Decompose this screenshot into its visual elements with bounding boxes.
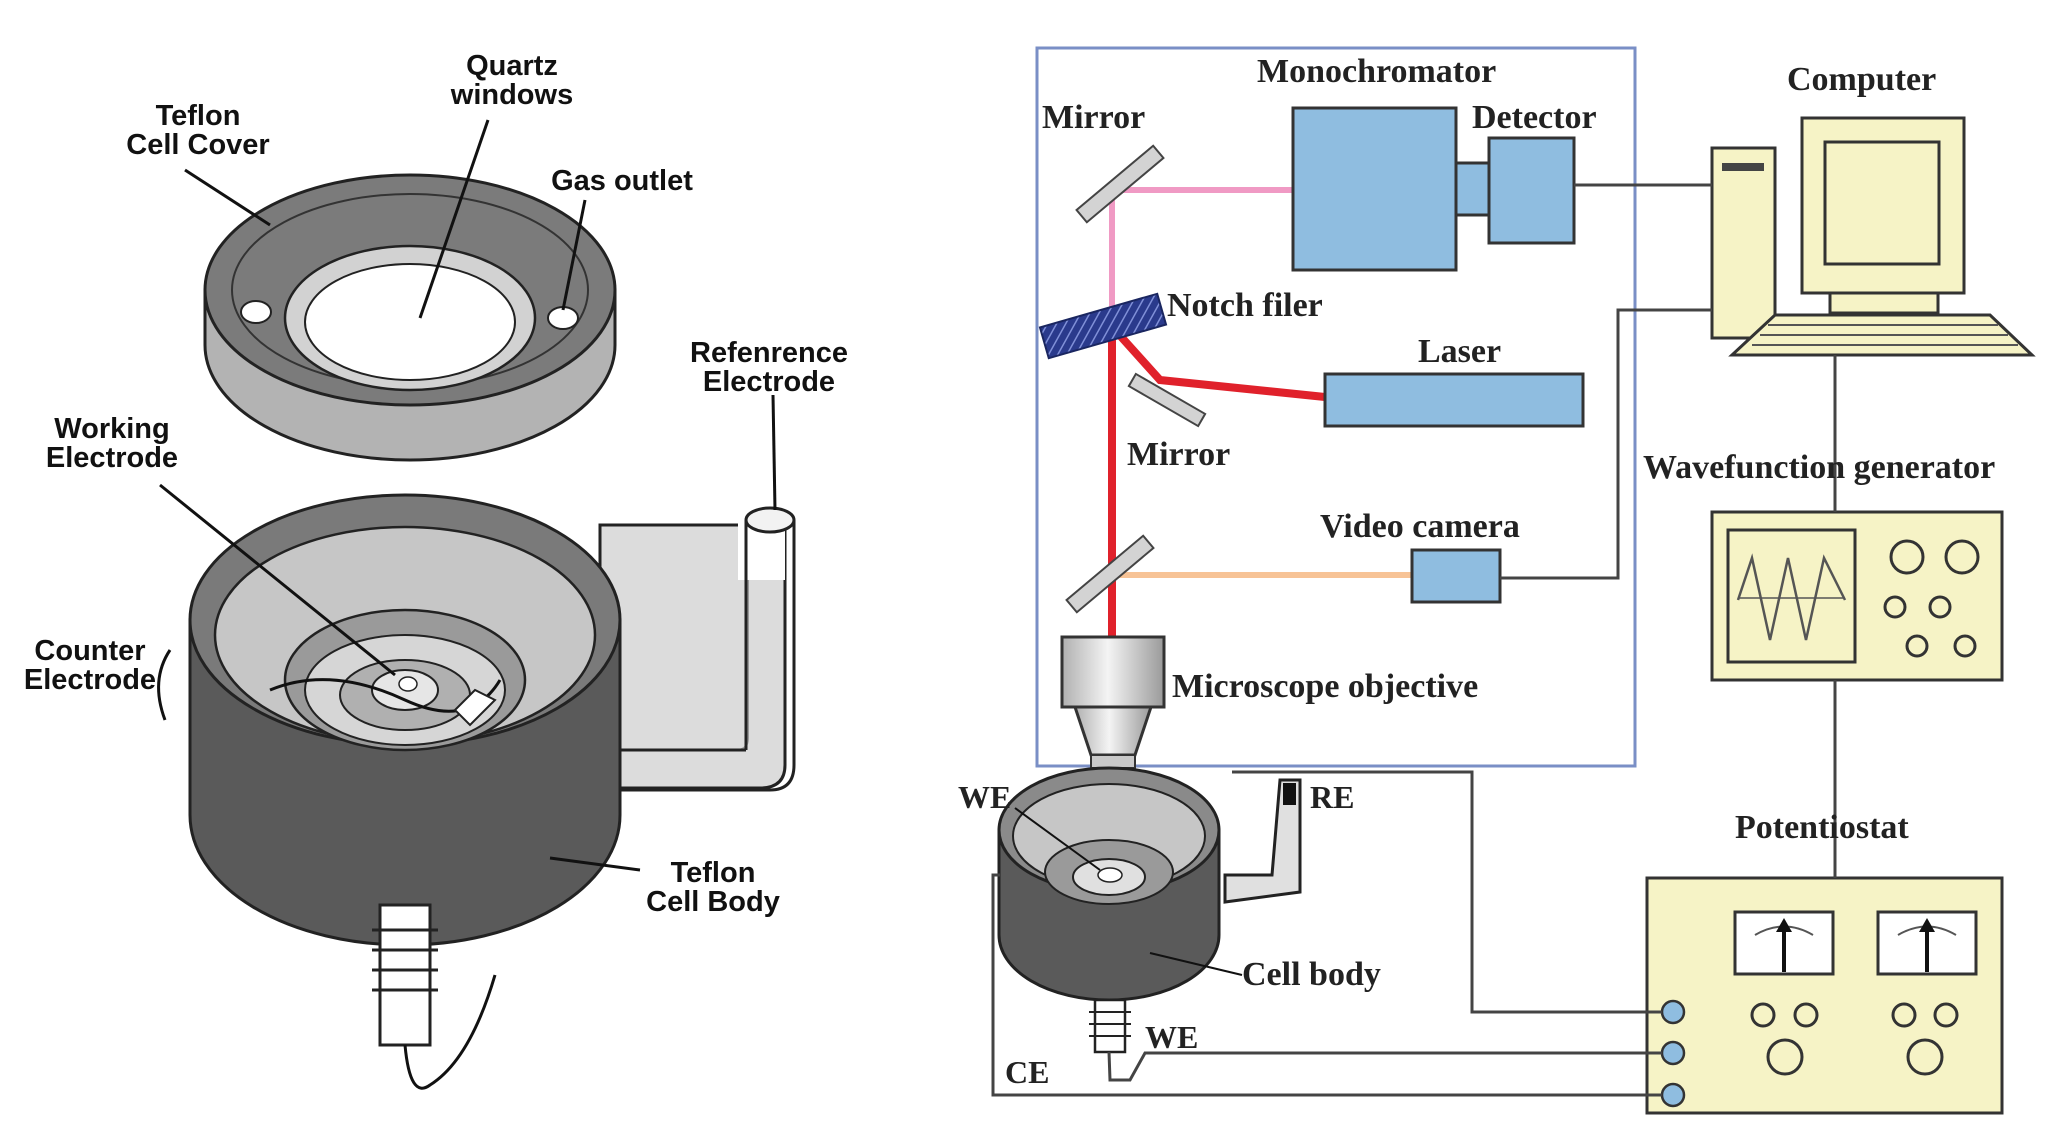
we-top-label: WE — [958, 779, 1011, 815]
potentiostat-label: Potentiostat — [1735, 809, 1909, 846]
optical-enclosure — [1035, 46, 1637, 768]
monochromator-label: Monochromator — [1257, 53, 1496, 90]
wavefunction-generator-label: Wavefunction generator — [1643, 449, 1995, 486]
reference-electrode-tube — [598, 506, 796, 792]
mirror-top — [1075, 144, 1165, 224]
ce-label: CE — [1005, 1054, 1049, 1090]
laser-label: Laser — [1418, 333, 1501, 370]
notch-filter — [1038, 292, 1168, 360]
mirror-bottom — [1065, 534, 1155, 614]
small-cell — [997, 766, 1302, 1054]
mirror-middle — [1127, 372, 1207, 428]
computer-label: Computer — [1787, 61, 1936, 98]
cell-body-label: Cell body — [1242, 956, 1381, 993]
we-bottom-label: WE — [1145, 1019, 1198, 1055]
mirror-top-label: Mirror — [1042, 99, 1145, 136]
computer — [1710, 116, 2036, 357]
notch-filter-label: Notch filer — [1167, 287, 1323, 324]
microscope-objective-label: Microscope objective — [1172, 668, 1478, 705]
laser — [1323, 372, 1585, 428]
right-labels: Monochromator Detector Computer Mirror N… — [958, 53, 1995, 1090]
potentiostat — [1645, 876, 2004, 1115]
monochromator — [1291, 106, 1491, 272]
gas-outlet-label: Gas outlet — [551, 165, 693, 197]
video-camera-label: Video camera — [1320, 508, 1520, 545]
teflon-cell-body — [188, 493, 622, 947]
video-camera — [1410, 548, 1502, 604]
detector-label: Detector — [1472, 99, 1597, 136]
signal-cables — [991, 183, 1837, 1097]
left-leader-lines — [159, 119, 777, 872]
right-leader-lines — [1014, 807, 1243, 976]
re-label: RE — [1310, 779, 1354, 815]
detector — [1487, 136, 1576, 245]
mirror-middle-label: Mirror — [1127, 436, 1230, 473]
wavefunction-generator — [1710, 510, 2004, 682]
cell-body-connector — [157, 649, 497, 1090]
beam-paths — [1108, 187, 1412, 640]
teflon-cell-cover — [203, 173, 617, 462]
